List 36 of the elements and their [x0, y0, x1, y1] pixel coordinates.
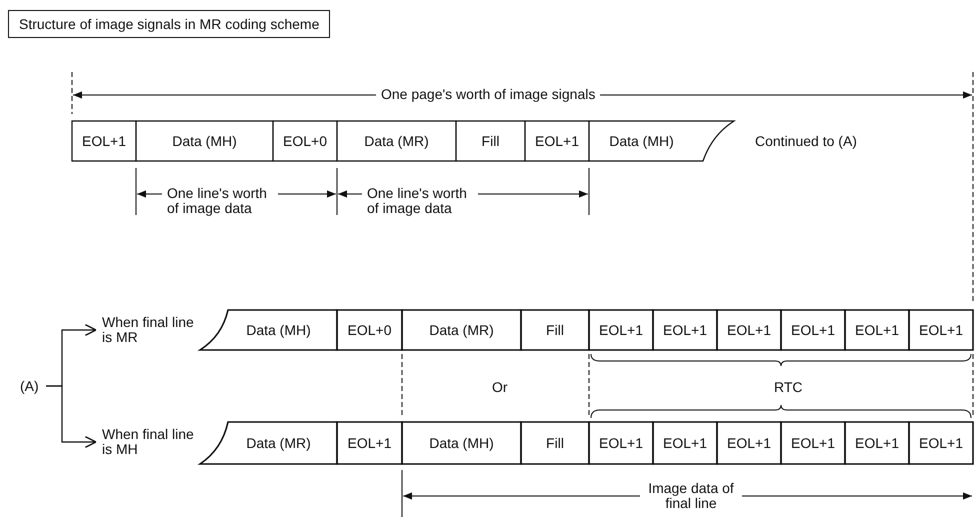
dimension-label: One line's worth of image data	[162, 186, 278, 216]
signal-segment: EOL+1	[337, 422, 402, 464]
dimension-label: One page's worth of image signals	[376, 87, 600, 102]
signal-segment: Data (MH)	[200, 310, 337, 350]
signal-segment: EOL+1	[589, 310, 653, 350]
signal-segment: Data (MR)	[402, 310, 521, 350]
signal-segment: EOL+1	[845, 422, 909, 464]
signal-segment: Fill	[521, 310, 589, 350]
signal-segment: EOL+1	[909, 422, 973, 464]
signal-segment: EOL+1	[525, 121, 589, 161]
title: Structure of image signals in MR coding scheme	[8, 10, 330, 38]
signal-segment: Data (MH)	[136, 121, 273, 161]
signal-segment: EOL+1	[717, 422, 781, 464]
signal-segment: Data (MH)	[589, 121, 734, 161]
signal-segment: EOL+1	[845, 310, 909, 350]
signal-segment: EOL+0	[273, 121, 337, 161]
signal-segment: Data (MR)	[200, 422, 337, 464]
dimension-label: Image data of final line	[640, 481, 742, 511]
signal-segment: EOL+1	[589, 422, 653, 464]
branch-label: (A)	[14, 376, 46, 396]
branch-label: When final line is MH	[96, 424, 195, 460]
signal-segment: EOL+1	[717, 310, 781, 350]
signal-segment: Data (MR)	[337, 121, 456, 161]
signal-segment: EOL+1	[72, 121, 136, 161]
signal-segment: EOL+1	[909, 310, 973, 350]
signal-segment: Fill	[456, 121, 525, 161]
arrow	[46, 385, 97, 448]
signal-segment: EOL+0	[337, 310, 402, 350]
signal-segment: EOL+1	[781, 422, 845, 464]
branch-label: When final line is MR	[96, 312, 195, 348]
dimension-label: One line's worth of image data	[362, 186, 478, 216]
signal-segment: EOL+1	[653, 310, 717, 350]
signal-segment: Fill	[521, 422, 589, 464]
signal-segment: EOL+1	[653, 422, 717, 464]
signal-segment: Data (MH)	[402, 422, 521, 464]
signal-segment: EOL+1	[781, 310, 845, 350]
